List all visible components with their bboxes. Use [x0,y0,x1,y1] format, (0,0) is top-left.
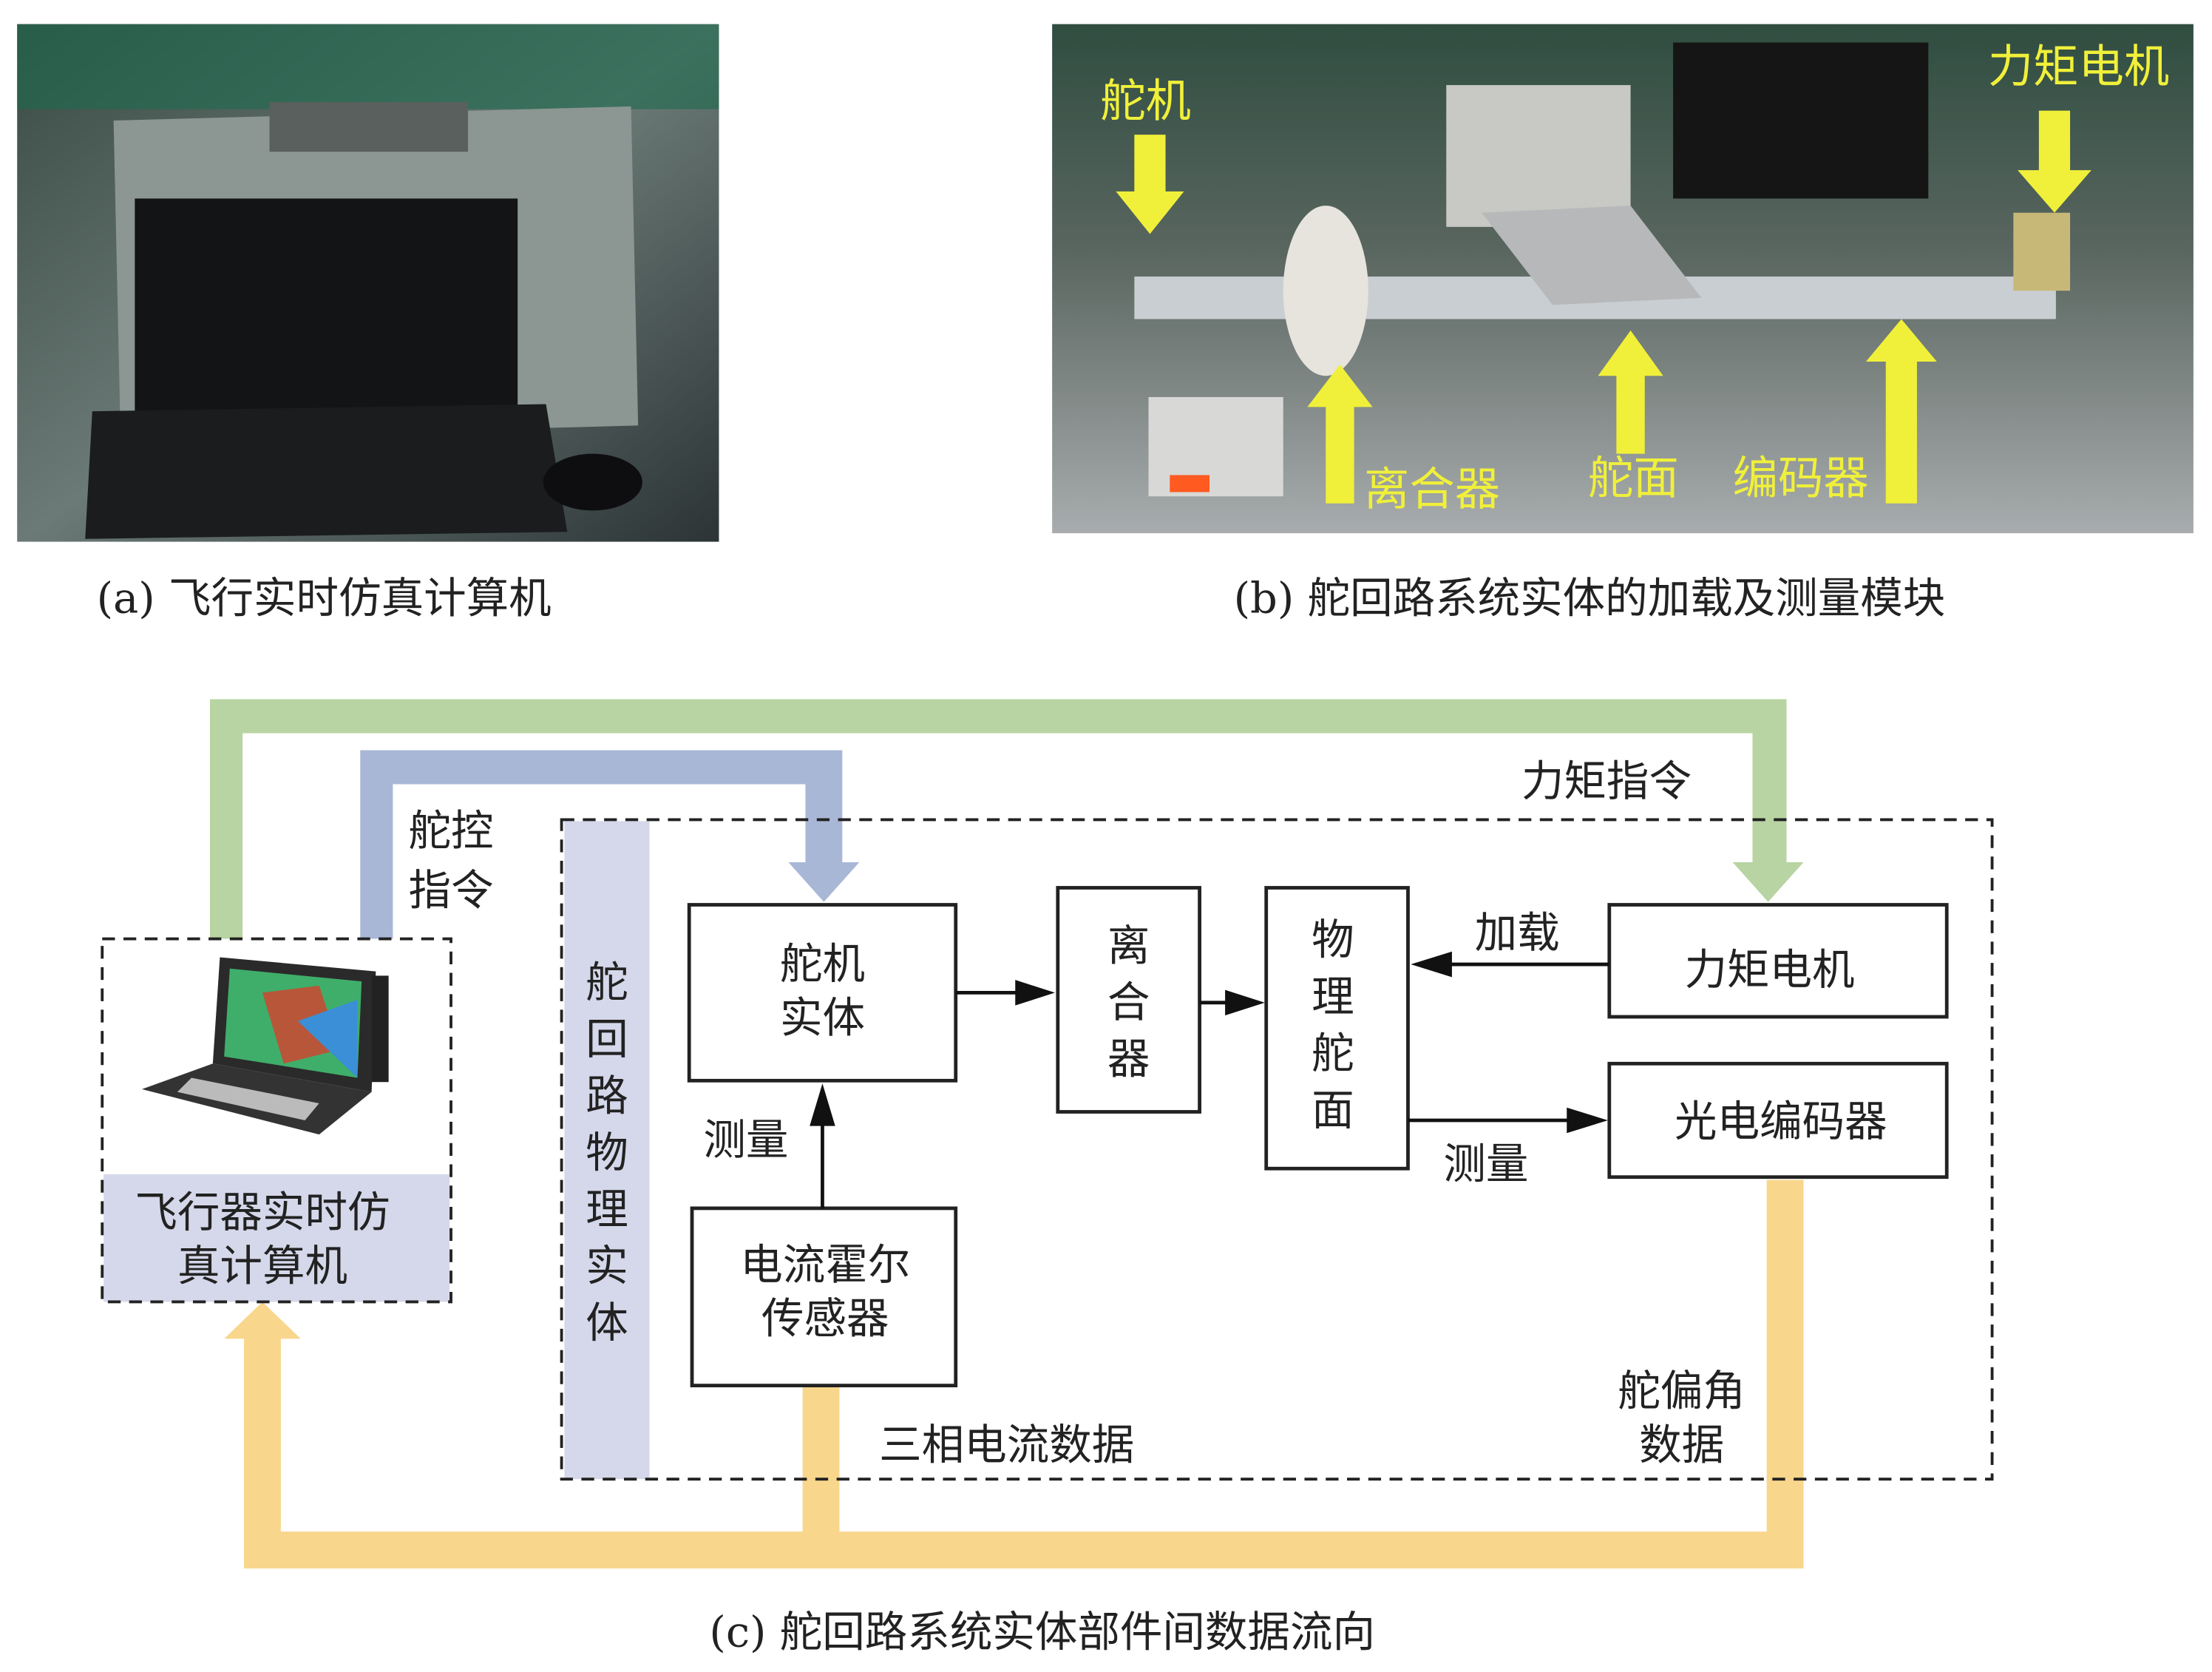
rudder-label: 理 [1312,972,1354,1021]
feedback-data-flow [224,1179,1804,1569]
rudder-command-flow [360,750,860,939]
encoder-block [1607,1061,1949,1179]
clutch-label: 合 [1107,978,1150,1027]
svg-text:物: 物 [586,1128,628,1177]
actuator-label-1: 舵机 [780,939,865,989]
physical-entity-boundary [560,818,1994,1481]
encoder-label: 光电编码器 [1675,1097,1887,1146]
photo-label-actuator: 舵机 [1100,75,1191,127]
torque-motor-block [1607,903,1949,1019]
torque-command-label: 力矩指令 [1521,757,1692,806]
actuator-label-2: 实体 [780,993,865,1043]
svg-text:实: 实 [586,1242,628,1291]
simulation-computer-node: 飞行器实时仿 真计算机 [101,937,452,1304]
caption-c: (c) 舵回路系统实体部件间数据流向 [709,1607,1375,1656]
photo-label-encoder: 编码器 [1733,452,1869,504]
svg-text:回: 回 [586,1015,628,1064]
svg-text:路: 路 [586,1072,628,1121]
clutch-block [1056,886,1201,1114]
photo-flight-simulation-computer [17,24,719,542]
hall-sensor-block [690,1206,958,1388]
computer-label-line1: 飞行器实时仿 [135,1188,390,1237]
rudder-angle-label-1: 舵偏角 [1618,1366,1745,1415]
computer-label-line2: 真计算机 [177,1242,347,1291]
laptop-icon [141,957,389,1135]
svg-text:体: 体 [586,1298,628,1347]
photo-label-rudder: 舵面 [1588,452,1679,504]
load-label: 加载 [1475,908,1560,958]
photo-label-clutch: 离合器 [1364,464,1500,516]
rudder-block [1264,886,1410,1171]
rudder-label: 物 [1312,915,1354,965]
three-phase-current-label: 三相电流数据 [879,1420,1134,1469]
physical-entity-band [564,821,650,1480]
clutch-label: 离 [1107,921,1150,970]
physical-entity-label: 舵 回 路 物 理 实 体 [586,958,628,1347]
rudder-label: 面 [1312,1086,1354,1135]
photo-loading-measurement-module: 舵机 力矩电机 离合器 舵面 编码器 [1052,24,2194,534]
rudder-label: 舵 [1312,1029,1354,1078]
svg-text:理: 理 [586,1185,628,1234]
actuator-block [687,903,958,1083]
measure-label-right: 测量 [1443,1140,1528,1189]
caption-b: (b) 舵回路系统实体的加载及测量模块 [1234,573,1946,623]
torque-motor-label: 力矩电机 [1684,945,1854,995]
photo-label-torque-motor: 力矩电机 [1988,41,2169,93]
clutch-label: 器 [1107,1035,1150,1084]
photo-arrows [1116,110,2091,504]
rudder-command-label-1: 舵控 [408,806,493,856]
svg-text:舵: 舵 [586,958,628,1007]
rudder-angle-label-2: 数据 [1639,1420,1724,1469]
measure-label-left: 测量 [703,1115,788,1165]
hall-sensor-label-2: 传感器 [761,1294,889,1344]
caption-a: (a) 飞行实时仿真计算机 [97,573,552,623]
rudder-command-label-2: 指令 [408,866,493,915]
hall-sensor-label-1: 电流霍尔 [740,1240,910,1290]
torque-command-flow [209,699,1804,939]
